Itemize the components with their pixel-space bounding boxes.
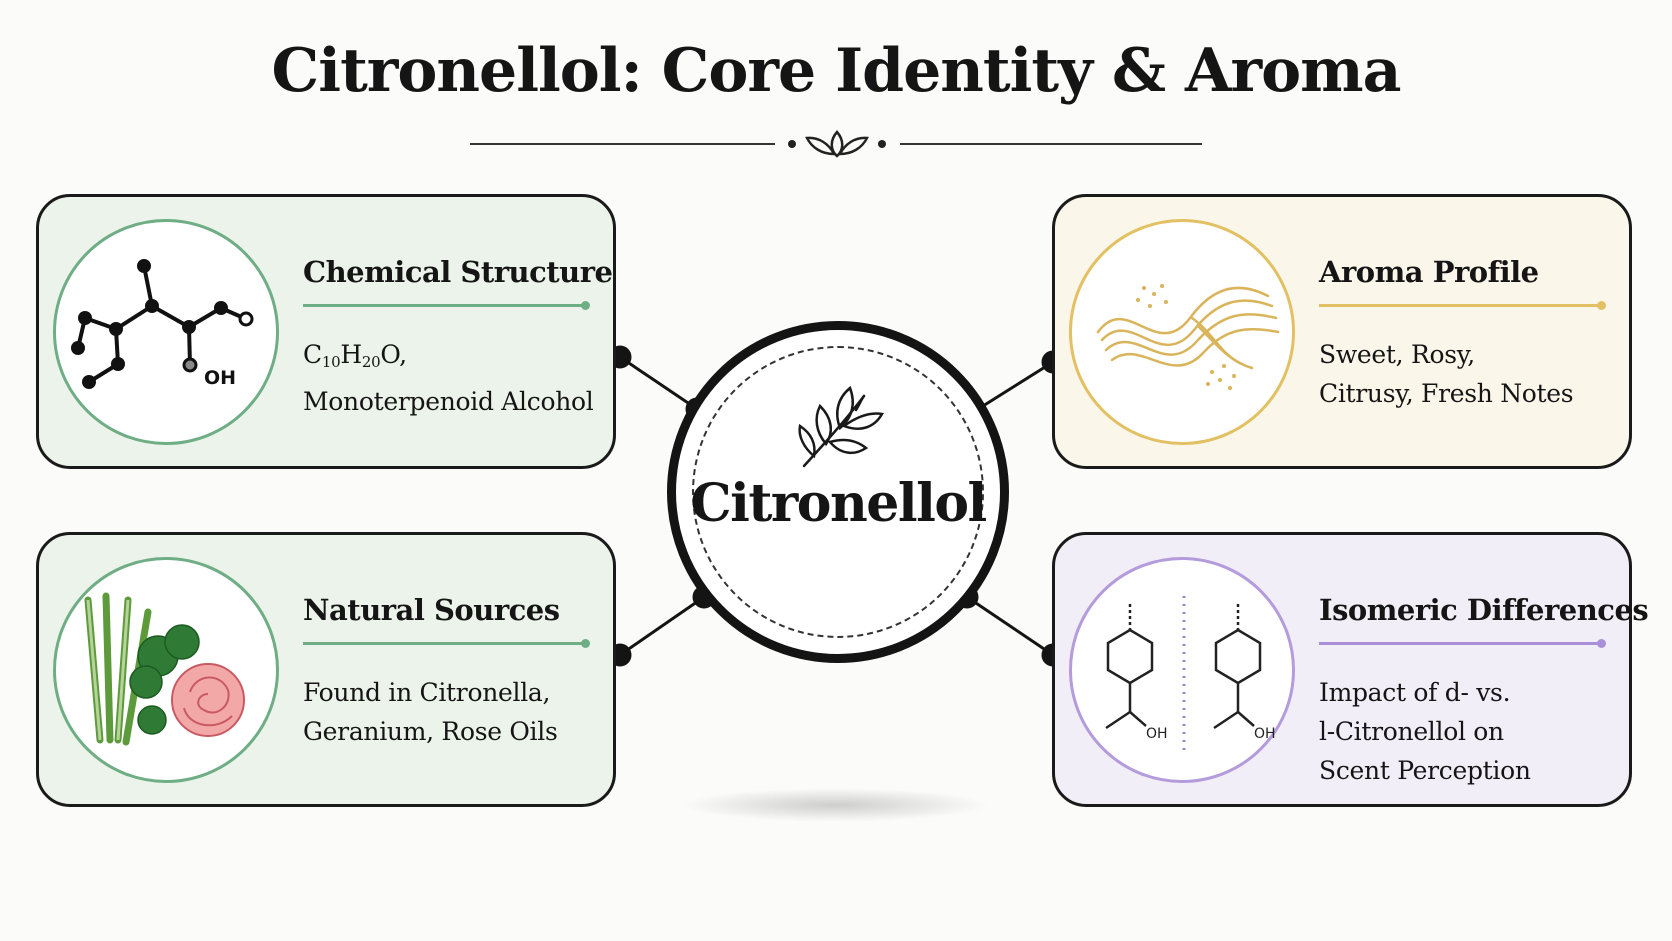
connector-isomeric [966,595,1054,657]
connector-chemical [619,355,698,411]
isomeric-line-1: Impact of d- vs. [1319,678,1511,707]
isomeric-heading-rule [1319,639,1606,648]
sources-line-2: Geranium, Rose Oils [303,717,558,746]
isomeric-line-3: Scent Perception [1319,756,1531,785]
aroma-line-2: Citrusy, Fresh Notes [1319,379,1574,408]
hub-dashed-ring [692,346,984,638]
isomer-structures-icon: OH OH [1105,596,1276,750]
isomeric-medallion: OH OH [1069,557,1295,783]
molecular-formula: C10H20O, [303,340,407,371]
connector-sources [619,595,705,657]
chemical-structure-heading: Chemical Structure [303,255,613,289]
isomeric-differences-heading: Isomeric Differences [1319,593,1649,627]
leaf-sprig-icon [798,385,884,468]
aroma-heading-rule [1319,301,1606,310]
sources-medallion [53,557,279,783]
connector-aroma [974,360,1054,413]
card-isomeric-differences: OH OH Isomeric Differences Impact of d- … [1052,532,1649,807]
page-title: Citronellol: Core Identity & Aroma [271,36,1402,106]
aroma-profile-heading: Aroma Profile [1319,255,1539,289]
card-chemical-structure: OH Chemical Structure C10H20O, Monoterpe… [36,194,616,469]
molecule-structure-icon: OH [71,259,254,389]
aroma-line-1: Sweet, Rosy, [1319,340,1475,369]
hub-shadow [680,788,990,822]
sources-heading-rule [303,639,590,648]
aroma-profile-description: Sweet, Rosy, Citrusy, Fresh Notes [1319,335,1619,413]
chemical-medallion: OH [53,219,279,445]
chemical-structure-description: C10H20O, Monoterpenoid Alcohol [303,335,603,421]
plants-rose-icon [84,592,245,746]
card-aroma-profile: Aroma Profile Sweet, Rosy, Citrusy, Fres… [1052,194,1632,469]
aroma-wave-icon [1096,284,1280,390]
isomeric-differences-description: Impact of d- vs. l-Citronellol on Scent … [1319,673,1619,790]
natural-sources-heading: Natural Sources [303,593,560,627]
card-natural-sources: Natural Sources Found in Citronella, Ger… [36,532,616,807]
chemical-heading-rule [303,301,590,310]
natural-sources-description: Found in Citronella, Geranium, Rose Oils [303,673,603,751]
hydroxyl-label: OH [204,367,236,389]
compound-class: Monoterpenoid Alcohol [303,387,594,416]
sources-line-1: Found in Citronella, [303,678,551,707]
hydroxyl-label-right: OH [1254,726,1276,742]
hydroxyl-label-left: OH [1146,726,1168,742]
hub-label: Citronellol [690,473,987,534]
aroma-medallion [1069,219,1295,445]
isomeric-line-2: l-Citronellol on [1319,717,1504,746]
central-hub: Citronellol [667,321,1009,663]
title-ornament-divider [470,130,1202,158]
